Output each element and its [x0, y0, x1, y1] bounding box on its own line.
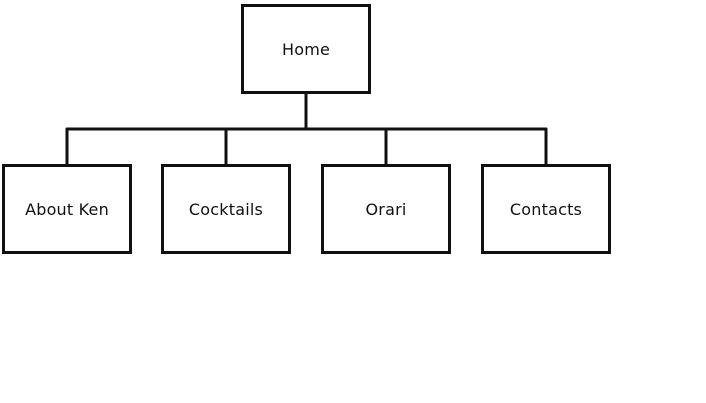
node-about-ken-label: About Ken — [25, 199, 109, 219]
node-about-ken: About Ken — [2, 164, 132, 254]
node-cocktails-label: Cocktails — [188, 199, 264, 219]
node-orari-label: Orari — [365, 199, 407, 219]
node-orari: Orari — [321, 164, 451, 254]
node-contacts-label: Contacts — [509, 199, 583, 219]
node-contacts: Contacts — [481, 164, 611, 254]
node-cocktails: Cocktails — [161, 164, 291, 254]
node-home-label: Home — [281, 39, 331, 59]
node-home: Home — [241, 4, 371, 94]
